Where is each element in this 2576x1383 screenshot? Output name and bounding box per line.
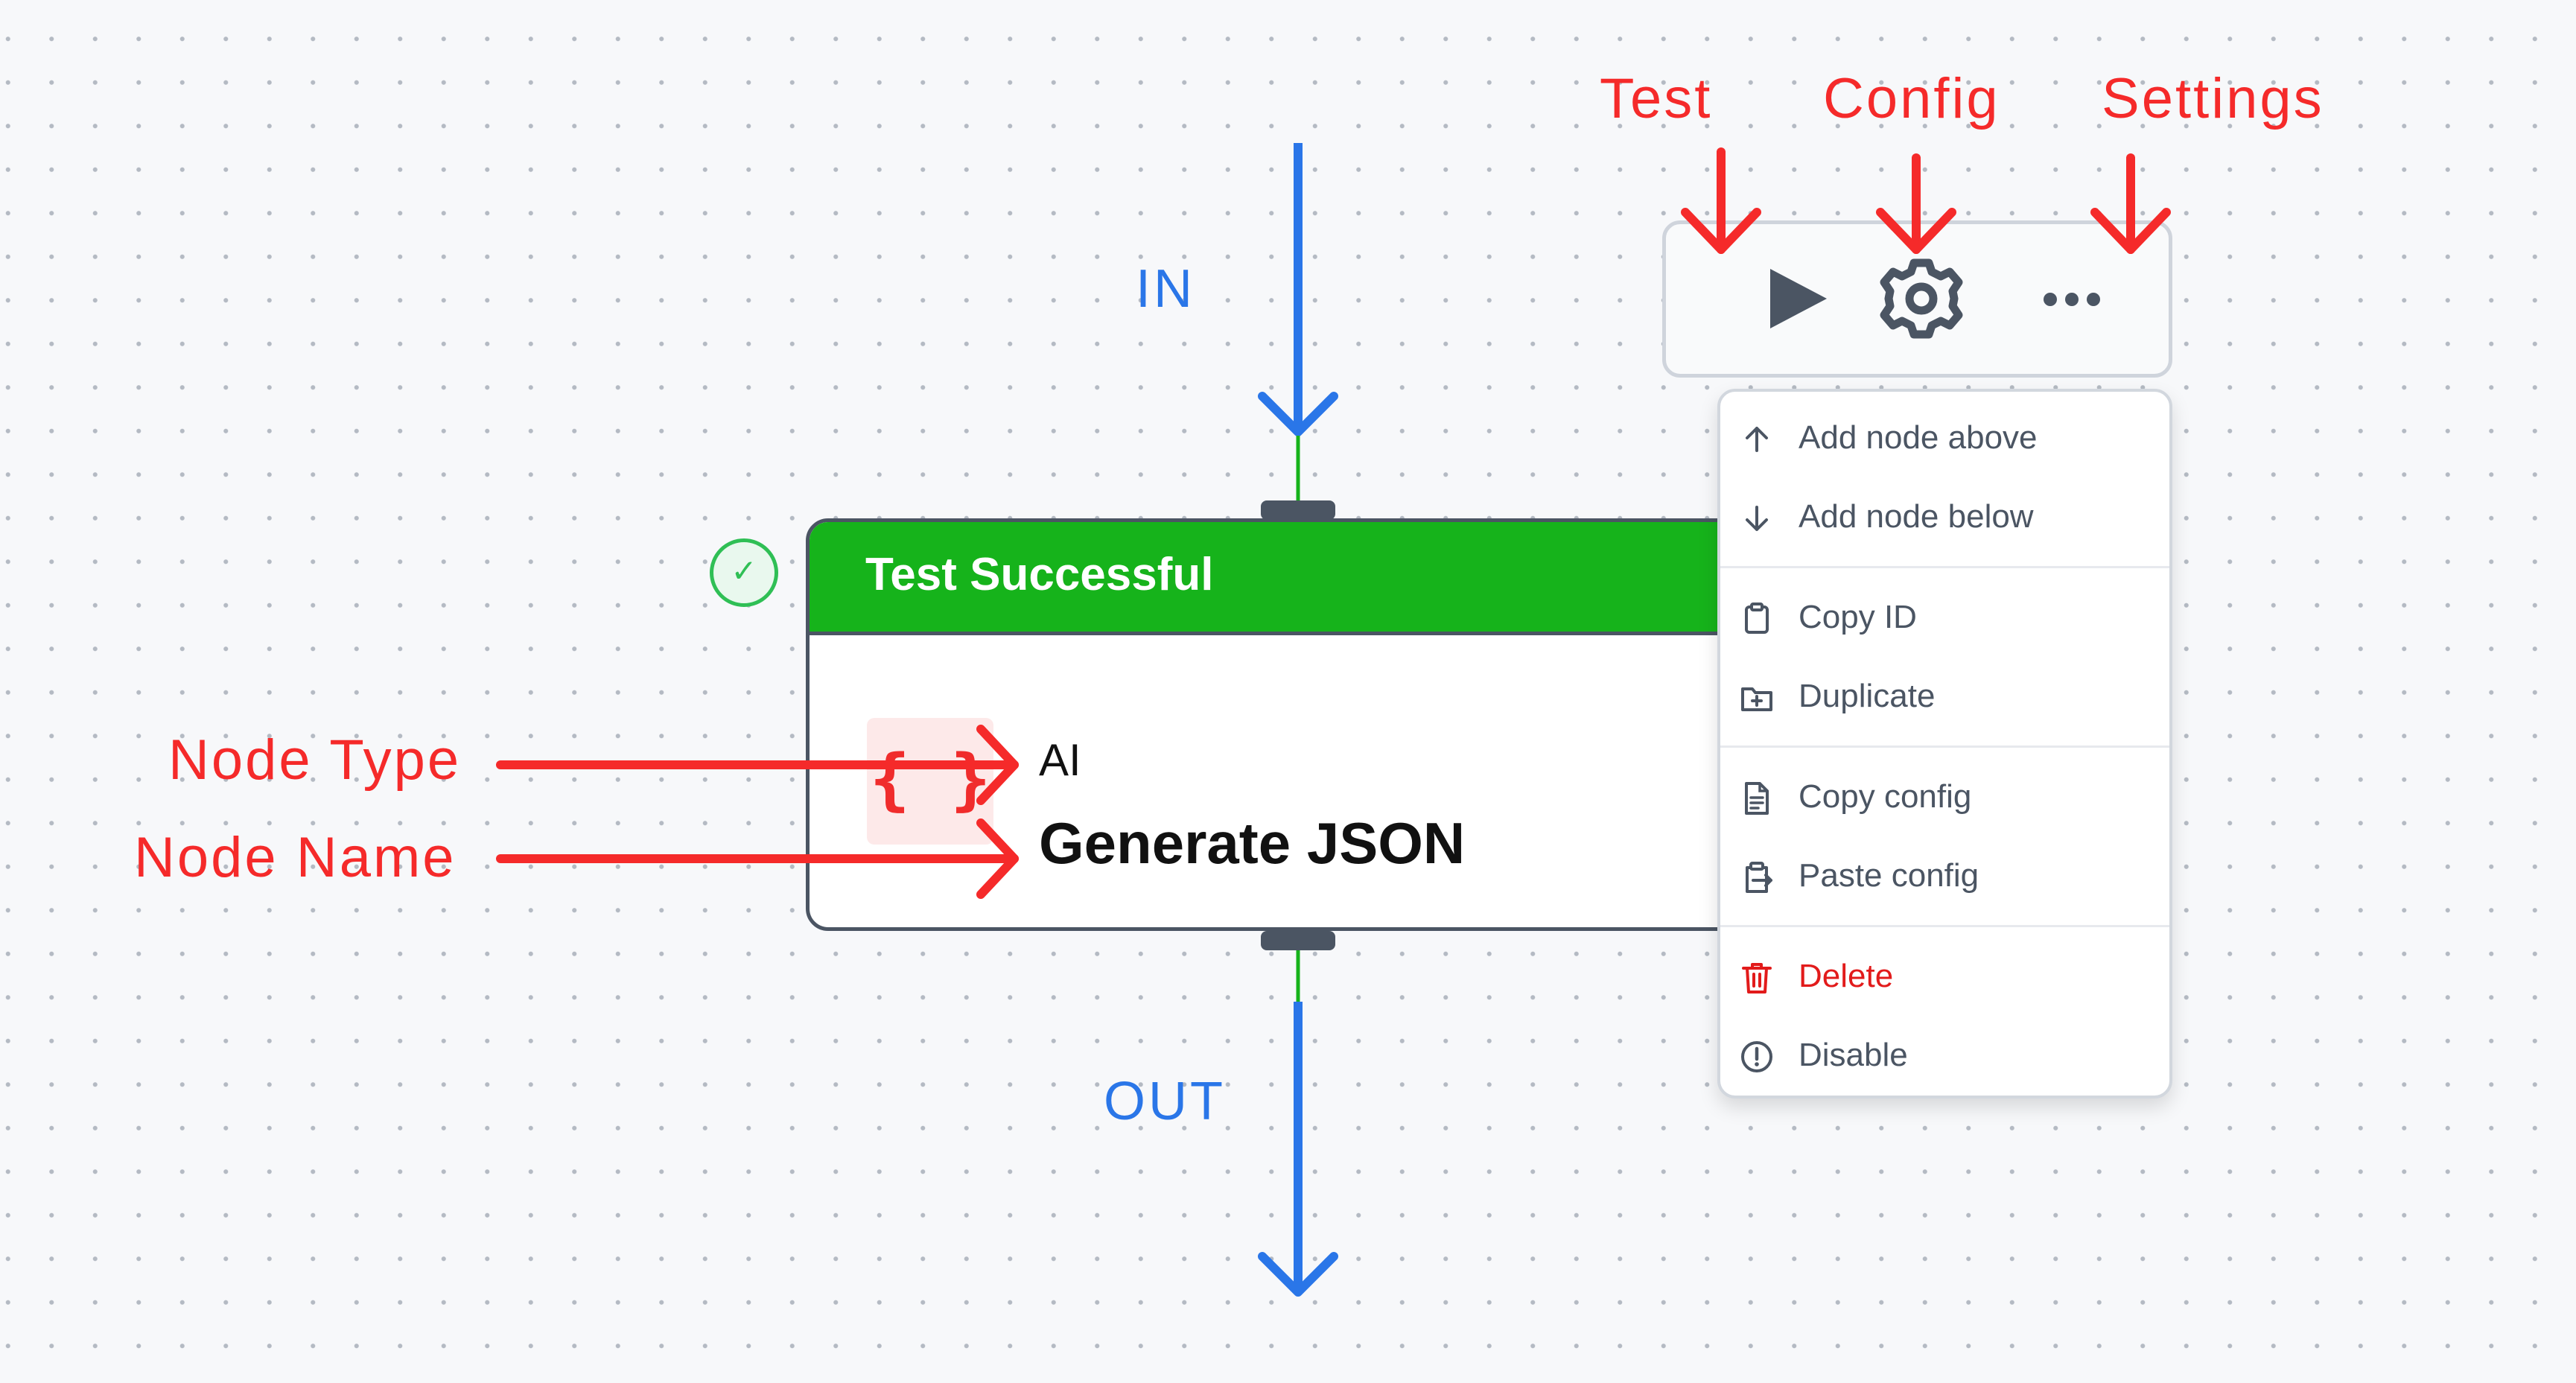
menu-item-label: Delete — [1799, 958, 1894, 994]
trash-icon — [1742, 963, 1772, 993]
menu-item-label: Duplicate — [1799, 678, 1936, 714]
node-toolbar — [1662, 220, 2172, 378]
menu-item-duplicate[interactable]: Duplicate — [1720, 659, 2169, 734]
play-icon — [1770, 269, 1827, 328]
in-arrow-head — [1258, 392, 1338, 436]
menu-item-add-node-above[interactable]: Add node above — [1720, 401, 2169, 475]
menu-item-label: Paste config — [1799, 857, 1979, 894]
config-annotation-label: Config — [1823, 67, 2000, 130]
node-type-annotation-label: Node Type — [168, 728, 462, 792]
menu-item-label: Copy ID — [1799, 599, 1917, 635]
node-type-icon: { } — [867, 718, 993, 845]
menu-item-add-node-below[interactable]: Add node below — [1720, 480, 2169, 554]
output-handle[interactable] — [1261, 931, 1335, 950]
menu-item-copy-id[interactable]: Copy ID — [1720, 580, 2169, 655]
menu-divider — [1720, 566, 2169, 568]
menu-item-label: Copy config — [1799, 778, 1972, 815]
alert-circle-icon — [1741, 1041, 1772, 1072]
input-handle[interactable] — [1261, 500, 1335, 520]
menu-item-delete[interactable]: Delete — [1720, 939, 2169, 1014]
gear-icon — [1880, 258, 1963, 339]
menu-divider — [1720, 745, 2169, 748]
node-context-menu: Add node above Add node below Copy ID Du… — [1717, 389, 2172, 1099]
menu-item-copy-config[interactable]: Copy config — [1720, 760, 2169, 834]
arrow-down-icon — [1746, 506, 1768, 531]
settings-button[interactable] — [2016, 224, 2150, 374]
paste-icon — [1746, 862, 1772, 893]
menu-item-disable[interactable]: Disable — [1720, 1018, 2169, 1093]
node-name-text: Generate JSON — [1039, 810, 1466, 876]
settings-annotation-label: Settings — [2102, 67, 2324, 130]
out-label: OUT — [1104, 1072, 1226, 1131]
arrow-up-icon — [1746, 427, 1768, 452]
folder-plus-icon — [1741, 687, 1772, 711]
menu-item-label: Add node above — [1799, 419, 2038, 456]
more-horizontal-icon — [2044, 293, 2100, 306]
out-arrow-head — [1258, 1252, 1338, 1297]
menu-item-label: Disable — [1799, 1037, 1908, 1073]
success-check-icon: ✓ — [710, 538, 778, 607]
config-button[interactable] — [1854, 224, 1988, 374]
clipboard-icon — [1745, 603, 1769, 634]
test-button[interactable] — [1711, 224, 1845, 374]
in-label: IN — [1136, 259, 1195, 319]
menu-divider — [1720, 925, 2169, 927]
node-type-text: AI — [1039, 735, 1081, 785]
check-glyph: ✓ — [731, 553, 757, 589]
node-status-header: Test Successful — [810, 522, 1763, 635]
menu-item-paste-config[interactable]: Paste config — [1720, 839, 2169, 913]
node-status-text: Test Successful — [865, 549, 1214, 600]
file-text-icon — [1745, 782, 1769, 815]
menu-item-label: Add node below — [1799, 498, 2034, 535]
braces-icon: { } — [869, 740, 991, 818]
workflow-node[interactable]: Test Successful { } AI Generate JSON — [806, 518, 1766, 931]
node-name-annotation-label: Node Name — [134, 826, 457, 889]
test-annotation-label: Test — [1600, 67, 1713, 130]
